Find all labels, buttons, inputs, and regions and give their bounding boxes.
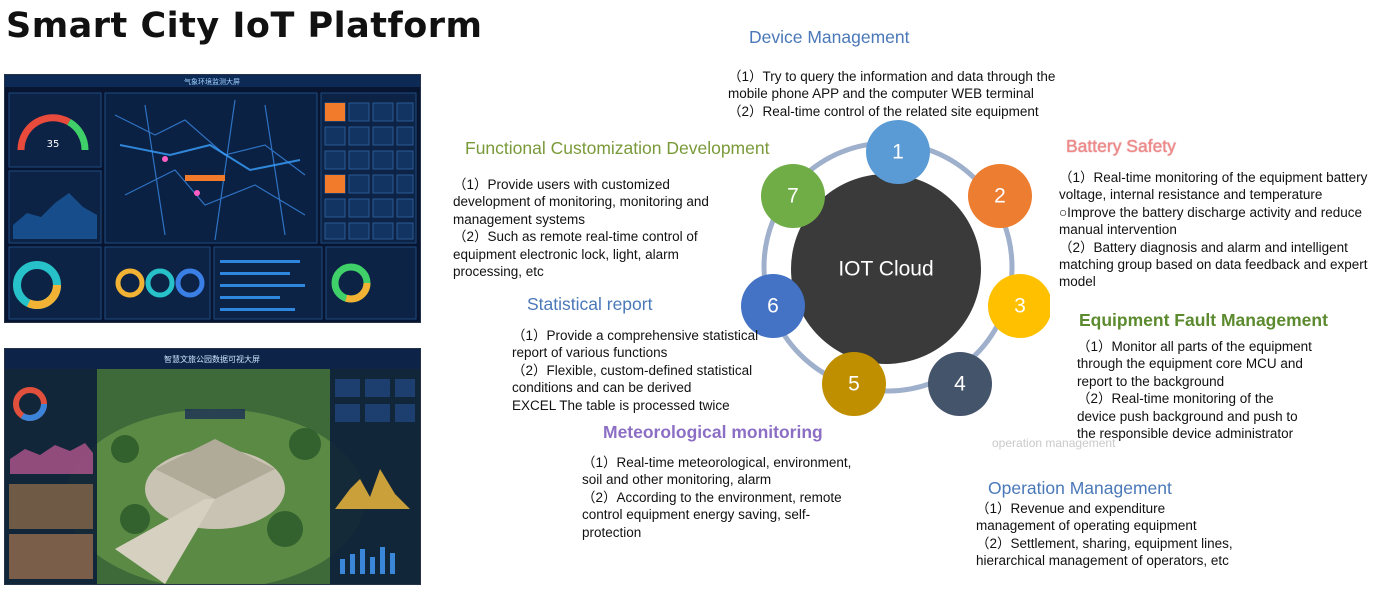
- fault-management-line: device push background and push to: [1077, 408, 1298, 424]
- battery-safety-line: voltage, internal resistance and tempera…: [1059, 187, 1323, 203]
- operation-management-text: （1）Revenue and expenditure management of…: [976, 500, 1233, 570]
- dashboard-weather-header: 气象环境监测大屏: [184, 77, 240, 86]
- page-title: Smart City IoT Platform: [6, 6, 483, 46]
- iot-cloud-label: IOT Cloud: [838, 258, 933, 281]
- customization-line: （1）Provide users with customized: [453, 177, 670, 192]
- dashboard-screenshot-park: 智慧文旅公园数据可视大屏: [4, 348, 421, 585]
- battery-safety-line: （1）Real-time monitoring of the equipment…: [1059, 170, 1368, 185]
- customization-line: development of monitoring, monitoring an…: [453, 194, 709, 210]
- fault-management-line: through the equipment core MCU and: [1077, 356, 1303, 372]
- battery-safety-text: （1）Real-time monitoring of the equipment…: [1059, 169, 1367, 291]
- customization-line: （2）Such as remote real-time control of: [453, 229, 698, 245]
- node-3-circle: [988, 274, 1050, 338]
- meteorological-monitoring-line: soil and other monitoring, alarm: [582, 472, 772, 488]
- device-management-line: mobile phone APP and the computer WEB te…: [728, 86, 1034, 102]
- battery-safety-line: ○Improve the battery discharge activity …: [1059, 204, 1363, 220]
- iot-cloud-hub: [791, 174, 981, 364]
- battery-safety-line: manual intervention: [1059, 222, 1177, 238]
- node-7-label: 7: [787, 185, 799, 208]
- fault-management-line: （2）Real-time monitoring of the: [1077, 391, 1274, 407]
- device-management-title: Device Management: [749, 27, 910, 47]
- node-3-label: 3: [1014, 295, 1026, 318]
- operation-management-line: hierarchical management of operators, et…: [976, 553, 1229, 569]
- operation-management-line: （1）Revenue and expenditure: [976, 501, 1166, 516]
- node-1-label: 1: [892, 141, 904, 164]
- operation-management-line: （2）Settlement, sharing, equipment lines,: [976, 535, 1233, 551]
- operation-management-ghost-label: operation management: [992, 436, 1116, 450]
- fault-management-line: （1）Monitor all parts of the equipment: [1077, 339, 1312, 354]
- node-1-circle: [866, 120, 930, 184]
- customization-line: processing, etc: [453, 264, 544, 280]
- customization-title: Functional Customization Development: [465, 138, 770, 158]
- node-2-circle: [968, 164, 1032, 228]
- battery-safety-line: model: [1059, 274, 1096, 290]
- iot-cycle-diagram: IOT Cloud 1 2 3 4 5 6 7: [741, 120, 1050, 416]
- meteorological-monitoring-line: control equipment energy saving, self-: [582, 507, 811, 523]
- svg-text:35: 35: [47, 139, 60, 150]
- device-management-line: （1）Try to query the information and data…: [728, 69, 1056, 84]
- dashboard-park-header: 智慧文旅公园数据可视大屏: [164, 354, 260, 364]
- node-6-label: 6: [767, 295, 779, 318]
- fault-management-title: Equipment Fault Management: [1079, 310, 1328, 330]
- customization-line: management systems: [453, 211, 586, 227]
- node-7-circle: [761, 164, 825, 228]
- statistical-report-title: Statistical report: [527, 294, 653, 314]
- meteorological-monitoring-line: （1）Real-time meteorological, environment…: [582, 455, 852, 470]
- node-5-circle: [822, 352, 886, 416]
- dashboard-weather-illustration: 气象环境监测大屏 35: [5, 75, 420, 322]
- statistical-report-text: （1）Provide a comprehensive statistical r…: [512, 327, 758, 414]
- node-5-label: 5: [848, 373, 860, 396]
- operation-management-title: Operation Management: [988, 478, 1172, 498]
- customization-text: （1）Provide users with customized develop…: [453, 176, 709, 280]
- node-4-label: 4: [954, 373, 966, 396]
- statistical-report-line: （2）Flexible, custom-defined statistical: [512, 362, 753, 378]
- dashboard-park-illustration: 智慧文旅公园数据可视大屏: [5, 349, 420, 584]
- node-2-label: 2: [994, 185, 1006, 208]
- fault-management-line: report to the background: [1077, 373, 1225, 389]
- statistical-report-line: conditions and can be derived: [512, 380, 692, 396]
- statistical-report-line: EXCEL The table is processed twice: [512, 397, 730, 413]
- operation-management-line: management of operating equipment: [976, 518, 1197, 534]
- battery-safety-title: Battery Safety: [1066, 136, 1176, 156]
- device-management-text: （1）Try to query the information and data…: [728, 68, 1055, 120]
- statistical-report-line: report of various functions: [512, 345, 668, 361]
- node-6-circle: [741, 274, 805, 338]
- node-4-circle: [928, 352, 992, 416]
- customization-line: equipment electronic lock, light, alarm: [453, 246, 679, 262]
- meteorological-monitoring-title: Meteorological monitoring: [603, 422, 823, 442]
- battery-safety-line: （2）Battery diagnosis and alarm and intel…: [1059, 239, 1348, 255]
- meteorological-monitoring-text: （1）Real-time meteorological, environment…: [582, 454, 851, 541]
- dashboard-screenshot-weather: 气象环境监测大屏 35: [4, 74, 421, 323]
- fault-management-line: the responsible device administrator: [1077, 426, 1294, 442]
- battery-safety-line: matching group based on data feedback an…: [1059, 257, 1368, 273]
- device-management-line: （2）Real-time control of the related site…: [728, 103, 1039, 119]
- fault-management-text: （1）Monitor all parts of the equipment th…: [1077, 338, 1312, 442]
- meteorological-monitoring-line: protection: [582, 524, 642, 540]
- statistical-report-line: （1）Provide a comprehensive statistical: [512, 328, 759, 343]
- meteorological-monitoring-line: （2）According to the environment, remote: [582, 489, 842, 505]
